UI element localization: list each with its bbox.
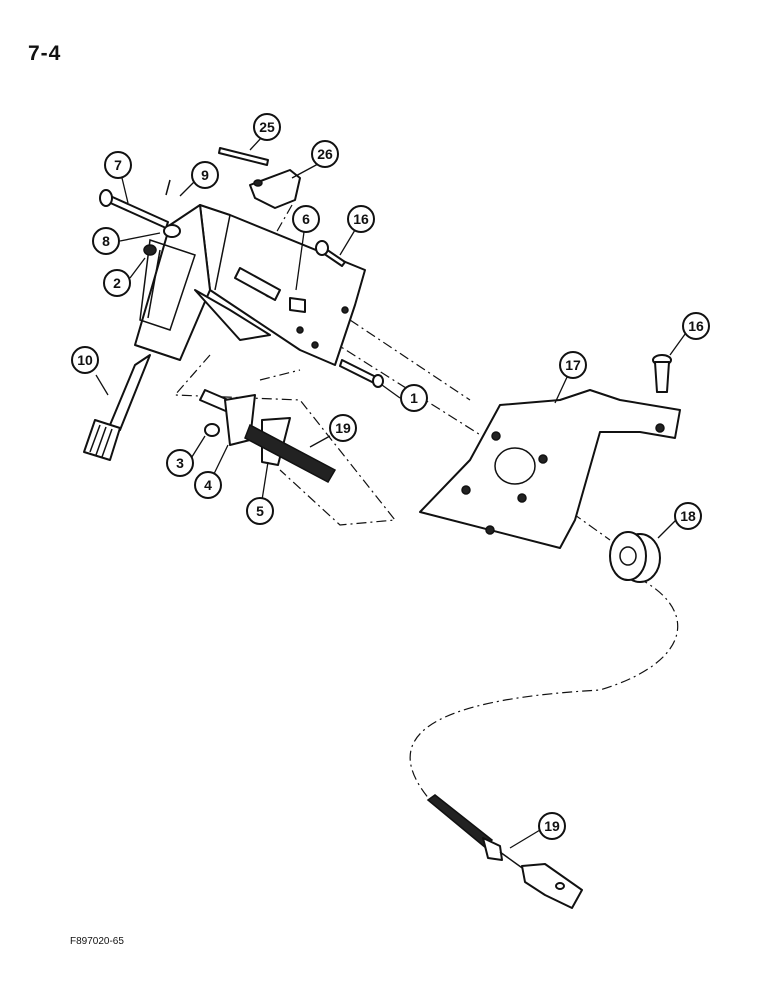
callout-19-lower: 19 [538,812,566,840]
callout-17: 17 [559,351,587,379]
callout-18: 18 [674,502,702,530]
svg-text:5: 5 [256,503,264,519]
svg-text:16: 16 [688,318,704,334]
callout-7: 7 [104,151,132,179]
svg-text:1: 1 [410,390,418,406]
callout-1: 1 [400,384,428,412]
cable-end-assembly [199,389,337,483]
callout-9: 9 [191,161,219,189]
cable-lower-end [426,794,583,909]
svg-text:16: 16 [353,211,369,227]
bolts-upper [289,240,384,388]
callout-26: 26 [311,140,339,168]
lever-handle [83,354,151,461]
callout-3: 3 [166,449,194,477]
svg-text:26: 26 [317,146,333,162]
callout-8: 8 [92,227,120,255]
svg-text:6: 6 [302,211,310,227]
mounting-bracket [419,389,681,549]
page-number: 7-4 [28,42,62,65]
leader-lines [95,136,689,849]
svg-text:18: 18 [680,508,696,524]
clamp-part [218,147,301,209]
callout-19-upper: 19 [329,414,357,442]
callouts: 25 26 7 9 6 16 8 2 10 1 16 17 19 3 4 5 1… [71,113,710,840]
callout-5: 5 [246,497,274,525]
svg-text:25: 25 [259,119,275,135]
callout-16-upper: 16 [347,205,375,233]
grommet [609,531,661,583]
svg-text:2: 2 [113,275,121,291]
svg-text:10: 10 [77,352,93,368]
svg-text:7: 7 [114,157,122,173]
bolt-right [652,354,672,393]
svg-text:19: 19 [544,818,560,834]
bolt-and-pin-parts [99,179,181,256]
svg-text:19: 19 [335,420,351,436]
callout-10: 10 [71,346,99,374]
svg-text:3: 3 [176,455,184,471]
svg-text:4: 4 [204,477,212,493]
callout-4: 4 [194,471,222,499]
callout-6: 6 [292,205,320,233]
callout-2: 2 [103,269,131,297]
control-lever-housing [134,204,366,366]
figure-code: F897020-65 [70,936,124,947]
svg-text:17: 17 [565,357,581,373]
svg-text:8: 8 [102,233,110,249]
svg-text:9: 9 [201,167,209,183]
callout-25: 25 [253,113,281,141]
callout-16-right: 16 [682,312,710,340]
